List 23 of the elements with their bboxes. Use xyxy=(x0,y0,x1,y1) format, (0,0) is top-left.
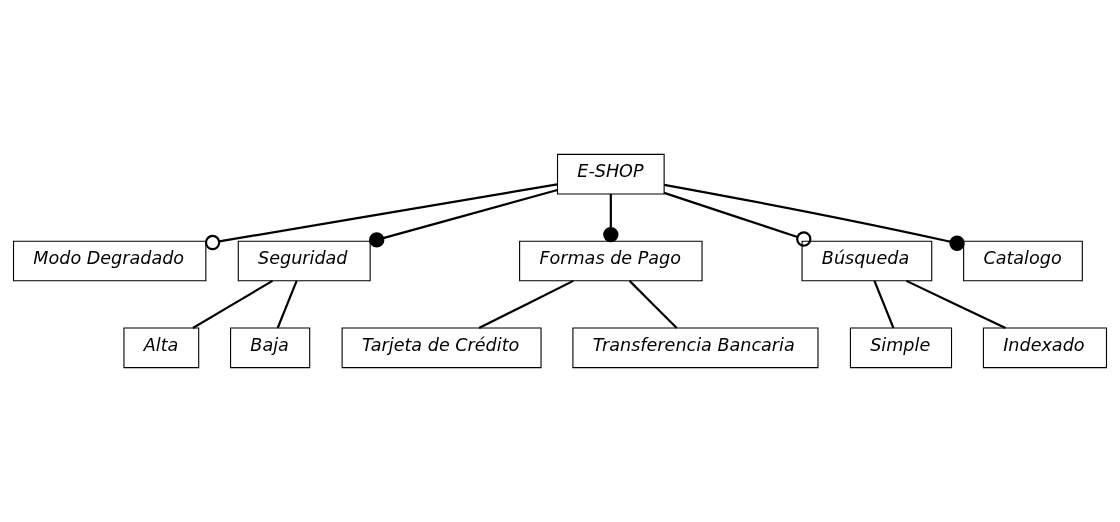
node-box: Indexado xyxy=(982,327,1108,369)
node-box: E-SHOP xyxy=(557,153,665,195)
connector xyxy=(873,280,895,329)
connector xyxy=(628,280,678,329)
connector xyxy=(204,183,558,251)
connector xyxy=(478,279,574,329)
node-box: Formas de Pago xyxy=(519,240,703,282)
node-box: Alta xyxy=(123,327,200,369)
node-box: Transferencia Bancaria xyxy=(572,327,819,369)
node-box: Simple xyxy=(849,327,953,369)
connector xyxy=(603,194,619,243)
connector xyxy=(276,280,298,329)
node-box: Modo Degradado xyxy=(12,240,207,282)
connector xyxy=(663,191,812,247)
connector xyxy=(664,183,965,251)
connector xyxy=(369,188,558,248)
connector xyxy=(192,279,274,329)
node-box: Tarjeta de Crédito xyxy=(341,327,542,369)
connector xyxy=(905,279,1006,329)
node-box: Catalogo xyxy=(963,240,1083,282)
node-box: Búsqueda xyxy=(801,240,933,282)
node-box: Seguridad xyxy=(237,240,371,282)
node-box: Baja xyxy=(230,327,311,369)
